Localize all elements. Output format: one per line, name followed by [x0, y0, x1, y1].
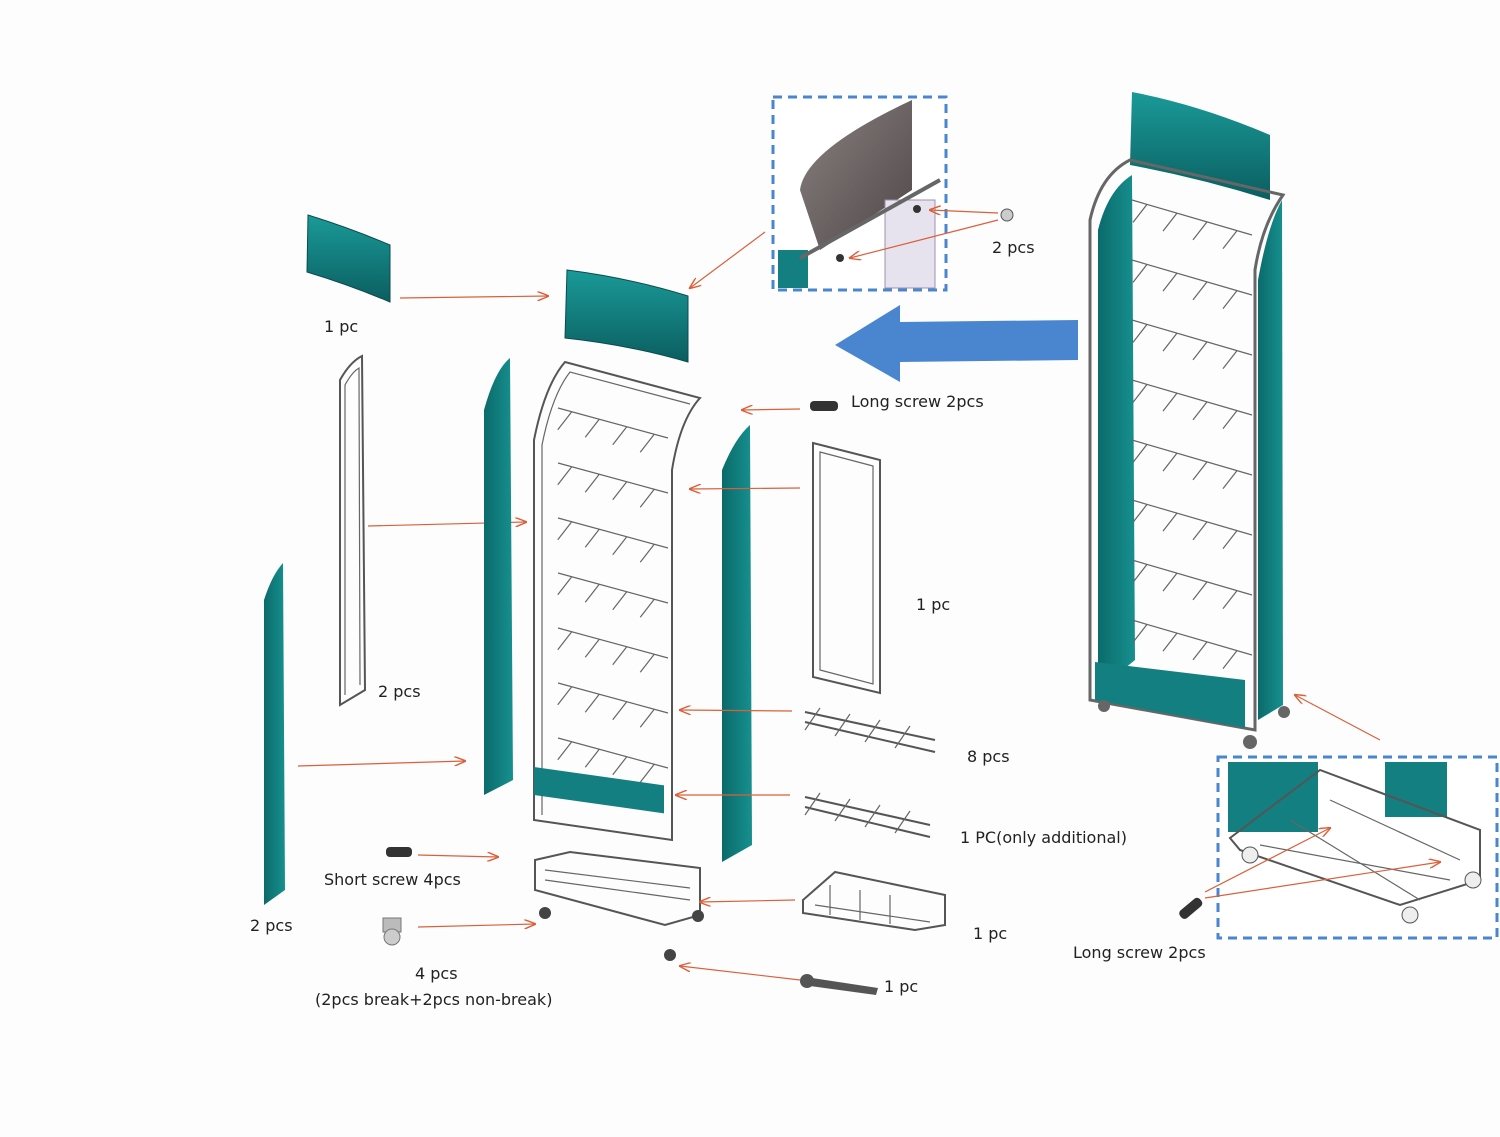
direction-arrow	[835, 305, 1078, 382]
hook-row	[557, 462, 669, 508]
back-frame-part	[812, 441, 881, 695]
caster-note: (2pcs break+2pcs non-break)	[315, 990, 552, 1009]
long-screw-icon	[810, 401, 838, 411]
rack-base	[534, 850, 704, 961]
caster-qty: 4 pcs	[415, 964, 458, 983]
hook-row	[557, 682, 669, 728]
hook-row	[1131, 379, 1253, 429]
nut-icon	[1000, 208, 1014, 222]
long-screw-top-label: Long screw 2pcs	[851, 392, 984, 411]
side-frame-part	[339, 354, 367, 707]
base-tray-part	[802, 870, 946, 932]
hook-bar-part	[804, 707, 936, 753]
long-screw-bottom-label: Long screw 2pcs	[1073, 943, 1206, 962]
hook-row	[1131, 319, 1253, 369]
rack-frame	[533, 360, 702, 842]
header-panel-part	[306, 214, 391, 303]
right-side-panel	[722, 425, 752, 862]
top-detail-inset	[771, 95, 948, 292]
header-panel-installed	[564, 269, 689, 363]
side-panel-qty: 2 pcs	[250, 916, 293, 935]
hook-row	[557, 572, 669, 618]
bottom-detail-inset	[1216, 755, 1499, 940]
wrench-qty: 1 pc	[884, 977, 918, 996]
hook-row	[557, 407, 669, 453]
base-tray-qty: 1 pc	[973, 924, 1007, 943]
wrench-icon	[800, 974, 878, 995]
hook-row	[1131, 619, 1253, 669]
hook-row	[1131, 259, 1253, 309]
short-screw-label: Short screw 4pcs	[324, 870, 461, 889]
top-nut-qty: 2 pcs	[992, 238, 1035, 257]
side-frame-qty: 2 pcs	[378, 682, 421, 701]
hook-row	[557, 627, 669, 673]
hook-row	[1131, 499, 1253, 549]
caster-icon	[382, 917, 402, 946]
header-panel-qty: 1 pc	[324, 317, 358, 336]
hook-bar-qty: 8 pcs	[967, 747, 1010, 766]
back-frame-qty: 1 pc	[916, 595, 950, 614]
short-screw-icon	[386, 847, 412, 857]
assembled-rack	[1088, 92, 1290, 749]
hook-row	[1131, 199, 1253, 249]
hook-row	[1131, 439, 1253, 489]
hook-row	[557, 517, 669, 563]
left-side-panel	[484, 358, 513, 795]
long-screw-bottom-icon	[1179, 897, 1203, 919]
side-panel-part	[264, 563, 285, 905]
hook-row	[557, 737, 669, 783]
hook-row	[1131, 559, 1253, 609]
extra-hook-bar-qty: 1 PC(only additional)	[960, 828, 1127, 847]
extra-hook-bar-part	[804, 792, 931, 838]
